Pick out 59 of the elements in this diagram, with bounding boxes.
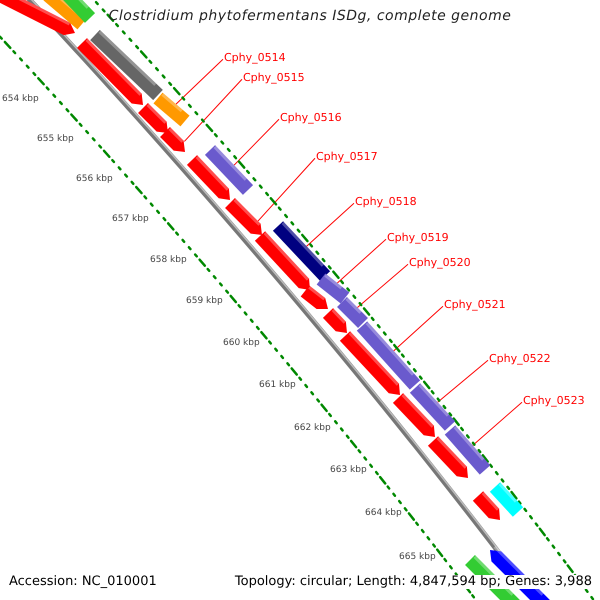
gene-bar (316, 274, 350, 304)
pointed-gene-block (472, 491, 500, 520)
gene-bar (337, 297, 368, 328)
gene-bar (204, 145, 254, 195)
footer-text: Accession: NC_010001 (9, 575, 157, 590)
pointed-gene-block (340, 331, 400, 395)
pointed-gene-block (160, 127, 185, 152)
scale-label: 665 kbp (399, 553, 436, 563)
gene-bar (153, 92, 190, 126)
scale-label: 654 kbp (2, 95, 39, 105)
gene-label: Cphy_0521 (444, 299, 506, 312)
leader-line (437, 360, 488, 403)
leader-line (184, 78, 242, 142)
gene-label: Cphy_0515 (243, 72, 305, 84)
pointed-gene-block (77, 38, 143, 105)
scale-label: 663 kbp (330, 466, 367, 476)
gene-bar (356, 321, 420, 390)
gene-label: Cphy_0520 (409, 257, 471, 270)
gene-bar (444, 425, 490, 475)
leader-line (356, 264, 408, 308)
pointed-gene-block (225, 198, 262, 235)
scale-label: 664 kbp (365, 509, 402, 519)
scale-label: 662 kbp (294, 424, 331, 434)
scale-label: 659 kbp (186, 297, 223, 307)
gene-bar (272, 221, 330, 281)
leader-line (472, 402, 522, 446)
scale-label: 657 kbp (112, 215, 149, 225)
leader-line (176, 58, 224, 105)
pointed-gene-block (186, 155, 230, 200)
scale-label: 655 kbp (37, 135, 74, 145)
scale-label: 661 kbp (259, 381, 296, 391)
leader-line (234, 118, 280, 166)
scale-label: 658 kbp (150, 256, 187, 266)
gene-label: Cphy_0523 (523, 395, 585, 408)
gene-bar (490, 482, 524, 517)
gene-label: Cphy_0516 (280, 112, 342, 124)
pointed-gene-block (300, 285, 328, 309)
pointed-gene-block (254, 231, 310, 290)
leader-line (393, 306, 444, 352)
pointed-gene-block (428, 436, 468, 478)
leader-line (306, 202, 354, 247)
scale-label: 660 kbp (223, 339, 260, 349)
pointed-gene-block (0, 0, 75, 36)
gene-bar (410, 383, 456, 431)
pointed-gene-block (138, 103, 168, 133)
pointed-gene-block (322, 308, 347, 333)
gene-label: Cphy_0514 (224, 52, 286, 64)
leader-line (336, 238, 386, 284)
gene-label: Cphy_0518 (355, 196, 417, 208)
title: Clostridium phytofermentans ISDg, complete genome (108, 9, 512, 24)
gene-label: Cphy_0517 (316, 151, 378, 164)
gene-bar (90, 30, 163, 100)
pointed-gene-block (392, 393, 435, 437)
scale-label: 656 kbp (76, 175, 113, 185)
gene-label: Cphy_0519 (387, 232, 449, 244)
footer-text: Topology: circular; Length: 4,847,594 bp; Genes: 3,988 (234, 575, 592, 590)
leader-line (258, 158, 316, 222)
gene-bar (62, 0, 96, 23)
gene-label: Cphy_0522 (489, 353, 551, 366)
